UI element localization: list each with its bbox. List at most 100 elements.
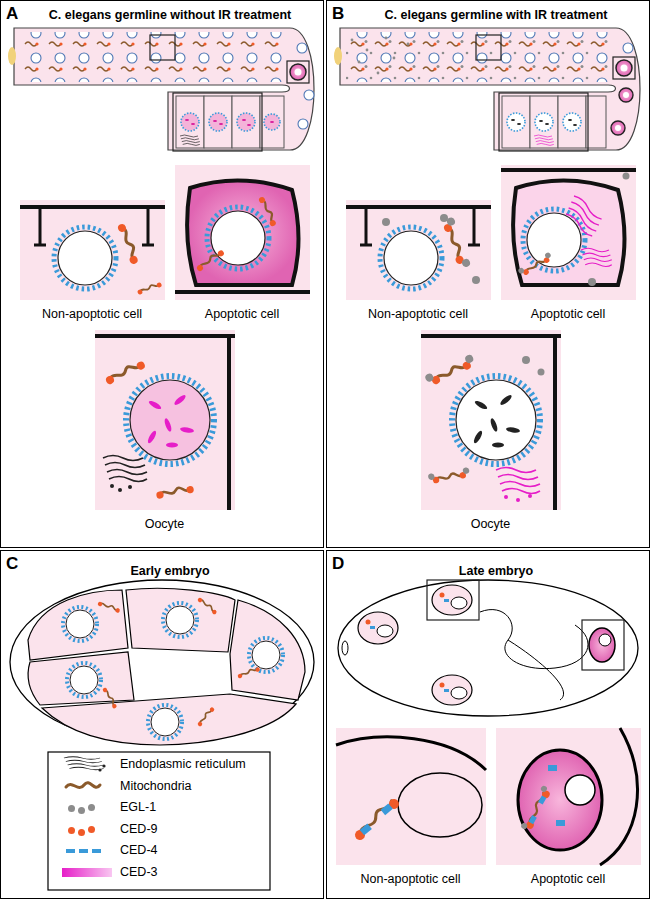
germline-with-ir [535, 113, 553, 131]
late-embryo [582, 620, 624, 670]
inset-cells-late-embryo [548, 765, 565, 826]
germline-with-ir [558, 96, 586, 148]
early-embryo [42, 694, 296, 745]
germline-with-ir [385, 37, 388, 40]
inset-cells-with-ir [346, 205, 491, 209]
inset-cell: Apoptotic cell [175, 165, 310, 300]
inset-cells-late-embryo [336, 737, 486, 770]
inset-cells-with-ir [472, 276, 480, 284]
early-embryo [197, 597, 218, 615]
germline-with-ir [351, 39, 354, 42]
inset-cells-no-ir [105, 360, 147, 385]
early-embryo [163, 603, 197, 637]
germline-no-ir [181, 113, 199, 131]
legend-label: CED-4 [120, 843, 158, 858]
inset-cells-with-ir [588, 278, 596, 286]
inset-cells-with-ir [528, 494, 532, 498]
panel-title: Late embryo [349, 563, 643, 579]
legend-box [102, 764, 105, 767]
inset-cells-with-ir [382, 218, 390, 226]
legend-label: CED-9 [120, 822, 158, 837]
inset-cells-no-ir [20, 205, 165, 209]
germline-with-ir [407, 43, 410, 46]
late-embryo [440, 593, 445, 598]
germline-with-ir [615, 125, 621, 131]
germline-no-ir [232, 96, 260, 148]
inset-cells-with-ir [517, 251, 553, 277]
germline-with-ir [623, 92, 629, 98]
inset-cells-with-ir [456, 380, 536, 460]
figure-panel: BC. elegans germline with IR treatmentNo… [326, 0, 650, 548]
late-embryo [338, 580, 638, 716]
inset-cells-late-embryo [565, 775, 595, 805]
germline-with-ir [530, 96, 558, 148]
inset-cell: Non-apoptotic cell [20, 200, 165, 300]
inset-cells-with-ir [581, 248, 612, 266]
legend-swatch [68, 805, 75, 812]
early-embryo [197, 706, 215, 727]
germline-no-ir [176, 96, 204, 148]
inset-cells-late-embryo [496, 728, 641, 865]
late-embryo [366, 620, 371, 625]
inset-cells-with-ir [472, 430, 483, 445]
late-embryo [370, 599, 449, 692]
inset-cells-no-ir [180, 426, 195, 433]
figure-panel: DLate embryoNon-apoptotic cellApoptotic … [326, 550, 650, 899]
inset-cells-late-embryo [519, 785, 554, 833]
early-embryo [28, 652, 134, 705]
legend-swatch [62, 868, 112, 877]
late-embryo [599, 634, 611, 646]
late-embryo [427, 580, 479, 620]
cell-label: Non-apoptotic cell [316, 872, 506, 887]
inset-cells-no-ir [110, 484, 114, 488]
early-embryo [67, 663, 101, 697]
cell-label: Oocyte [401, 517, 581, 532]
inset-cells-with-ir [346, 165, 636, 510]
germline-with-ir [511, 119, 577, 126]
inset-cells-no-ir [130, 380, 210, 460]
early-embryo [126, 588, 235, 652]
late-embryo [444, 599, 449, 602]
inset-cells-no-ir [196, 249, 225, 272]
inset-cells-no-ir [146, 430, 157, 445]
late-embryo [440, 683, 445, 688]
inset-cells-no-ir [163, 418, 172, 433]
germline-no-ir [8, 28, 314, 151]
panel-letter: D [332, 554, 344, 574]
inset-cells-with-ir [441, 216, 471, 269]
late-embryo [358, 585, 472, 705]
germline-no-ir [185, 119, 274, 126]
panel-letter: A [6, 4, 18, 24]
early-embryo [10, 580, 314, 745]
germline-with-ir [346, 32, 608, 82]
germline-no-ir [260, 96, 284, 148]
inset-cells-no-ir [128, 485, 132, 489]
germline-with-ir [507, 113, 525, 131]
germline-with-ir [366, 49, 369, 52]
germline-no-ir [298, 119, 308, 129]
late-embryo [589, 628, 615, 662]
inset-cells-with-ir [440, 214, 448, 222]
inset-cells-late-embryo [398, 773, 482, 837]
late-embryo [451, 687, 467, 699]
late-embryo [444, 689, 449, 692]
inset-cell: Non-apoptotic cell [346, 200, 491, 300]
late-embryo [370, 626, 375, 629]
inset-cells-with-ir [492, 443, 504, 448]
inset-cells-late-embryo [600, 728, 637, 865]
legend-box [98, 768, 101, 771]
germline-with-ir [499, 93, 588, 151]
panel-title: Early embryo [23, 563, 317, 579]
germline-no-ir [181, 113, 280, 131]
inset-cells-with-ir [380, 227, 442, 289]
germline-with-ir [340, 28, 640, 150]
early-embryo [97, 601, 120, 613]
legend-swatch [66, 849, 75, 853]
inset-cells-with-ir [421, 336, 561, 510]
legend-box [48, 752, 270, 890]
inset-cells-with-ir [516, 498, 520, 502]
germline-with-ir [476, 35, 501, 60]
inset-cells-with-ir [623, 173, 630, 180]
inset-cells-with-ir [424, 354, 477, 388]
inset-cells-with-ir [588, 173, 630, 287]
